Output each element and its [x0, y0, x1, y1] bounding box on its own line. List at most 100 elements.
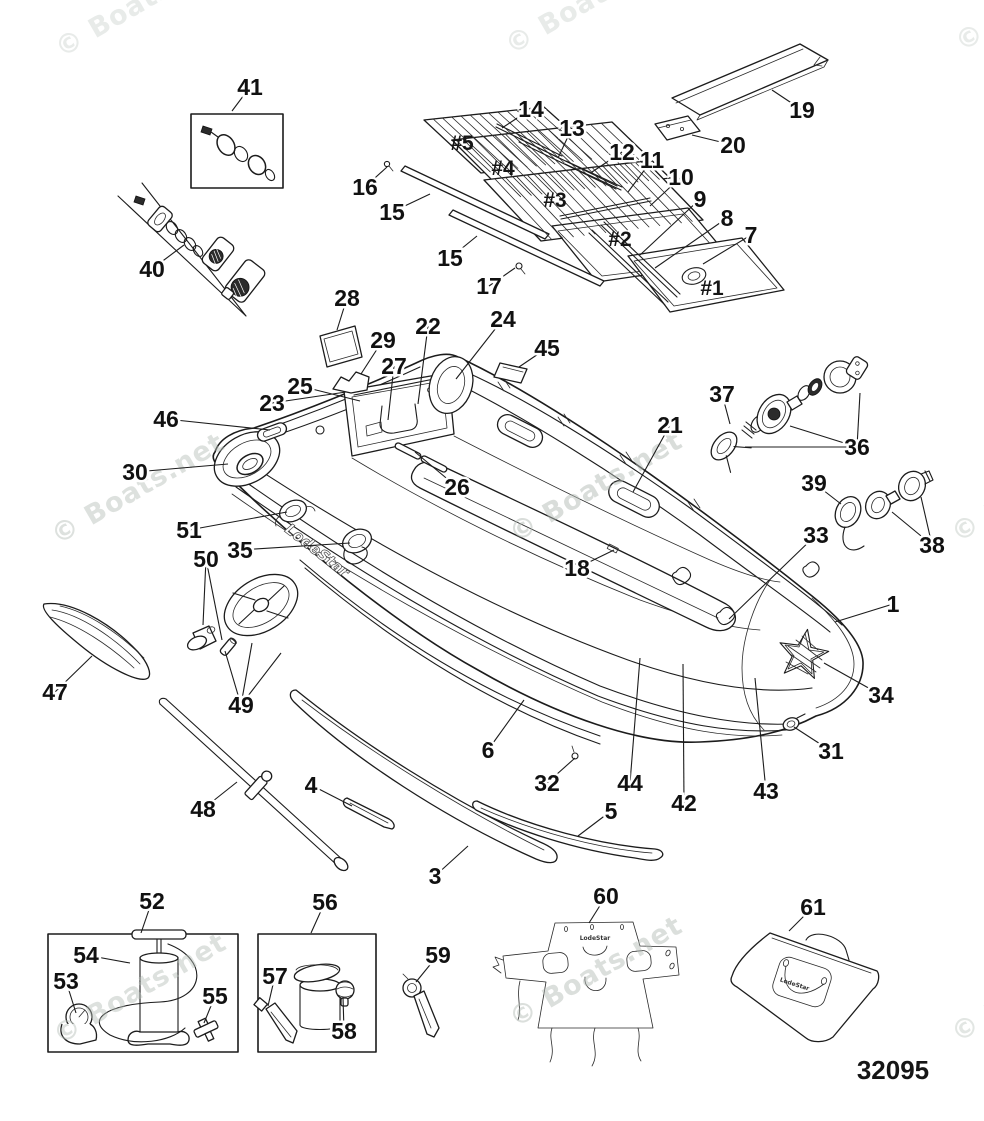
leader-line-6 [487, 699, 525, 751]
leader-line-53 [65, 980, 77, 1014]
grab-handle-21 [608, 480, 660, 518]
leader-line-54 [85, 954, 131, 964]
floorboard-1-grommet-inner [687, 271, 701, 281]
leader-line-7 [702, 234, 752, 265]
callout-47: 47 [42, 679, 68, 705]
floorboard-slat [504, 133, 564, 192]
board-label-2: #2 [608, 228, 631, 251]
leader-line-31 [793, 726, 832, 752]
watermark-text: © Boats.net [950, 0, 984, 58]
floorboard-slat [568, 126, 628, 184]
callout-26: 26 [444, 474, 470, 500]
leader-line-51 [188, 511, 288, 531]
floorboard-slat [515, 109, 574, 162]
pump-kit-box-52 [47, 929, 239, 1053]
leader-line-59 [415, 954, 439, 983]
plate-20 [654, 115, 701, 141]
callout-55: 55 [202, 983, 228, 1009]
pump-hose [98, 943, 198, 1043]
leader-line-23 [271, 391, 347, 404]
callout-59: 59 [425, 942, 451, 968]
floorboard-slat [505, 177, 563, 239]
floorboard-slat [537, 173, 596, 235]
leader-line-50 [205, 558, 223, 641]
floorboard-slat [494, 134, 554, 194]
callout-37: 37 [709, 381, 735, 407]
callout-9: 9 [694, 186, 707, 212]
watermark-text: © Boats.net [500, 0, 684, 61]
callout-29: 29 [370, 327, 396, 353]
star-logo [779, 628, 830, 679]
floorboard-slat [451, 116, 510, 170]
glue-tube-57 [253, 997, 298, 1044]
watermark-text: © Boats.net [50, 0, 234, 64]
floorboard-slat [536, 129, 596, 188]
callout-48: 48 [190, 796, 216, 822]
leader-line-35 [239, 542, 351, 551]
callout-18: 18 [564, 555, 590, 581]
callout-58: 58 [331, 1018, 357, 1044]
leader-line-30 [134, 463, 229, 473]
callout-44: 44 [617, 770, 643, 796]
leader-line-18 [576, 549, 615, 569]
keel-strips-group [289, 689, 664, 864]
floorboard-slat [516, 175, 574, 238]
floorboard-slat [591, 166, 650, 228]
floorboard-slat [570, 169, 628, 231]
leader-line-10 [649, 176, 682, 207]
leader-line-28 [336, 297, 348, 331]
leader-line-47 [54, 655, 93, 693]
callout-46: 46 [153, 406, 179, 432]
callout-34: 34 [868, 682, 894, 708]
leader-line-34 [823, 662, 882, 696]
floorboard-slat [526, 174, 585, 236]
leader-line-48 [202, 781, 238, 810]
callout-33: 33 [803, 522, 829, 548]
callout-35: 35 [227, 537, 253, 563]
leader-line-50 [202, 558, 207, 626]
callout-61: 61 [800, 894, 826, 920]
leader-line-43 [754, 677, 767, 792]
pin-16 [383, 160, 391, 168]
callout-39: 39 [801, 470, 827, 496]
floorboard-slat [506, 110, 565, 164]
leader-line-12 [591, 151, 623, 173]
pin-16-tail [388, 165, 394, 172]
watermark-text: © Boats.net [504, 910, 688, 1034]
callout-24: 24 [490, 306, 516, 332]
leader-line-17 [488, 267, 516, 287]
floorboard-slat [478, 113, 537, 167]
callout-4: 4 [305, 772, 318, 798]
floorboard-slat [497, 111, 556, 165]
callout-27: 27 [381, 353, 407, 379]
grab-handle [496, 413, 544, 449]
callout-16: 16 [352, 174, 378, 200]
floorboard-slat [548, 171, 607, 234]
leader-line-60 [588, 895, 607, 924]
floorboard-slat [634, 161, 693, 222]
callout-54: 54 [73, 942, 99, 968]
callout-57: 57 [262, 963, 288, 989]
leader-line-14 [501, 108, 532, 129]
leader-line-40 [151, 244, 185, 270]
leader-line-4 [310, 784, 353, 807]
callout-60: 60 [593, 883, 619, 909]
floorboard-slat [526, 131, 586, 190]
callout-8: 8 [721, 205, 734, 231]
callout-23: 23 [259, 390, 285, 416]
callout-15: 15 [437, 245, 463, 271]
leader-line-5 [577, 810, 612, 837]
repair-kit-can [293, 963, 341, 1031]
leader-line-20 [691, 134, 734, 146]
leader-line-24 [455, 318, 504, 380]
leader-line-39 [813, 482, 842, 505]
leader-line-11 [627, 159, 653, 193]
leader-line-57 [267, 975, 276, 1007]
oar-blade-47 [42, 602, 151, 680]
callout-6: 6 [482, 737, 495, 763]
leader-line-16 [364, 166, 388, 188]
leader-line-61 [788, 906, 814, 932]
callout-17: 17 [476, 273, 502, 299]
callout-52: 52 [139, 888, 165, 914]
leader-line-26 [414, 451, 458, 488]
